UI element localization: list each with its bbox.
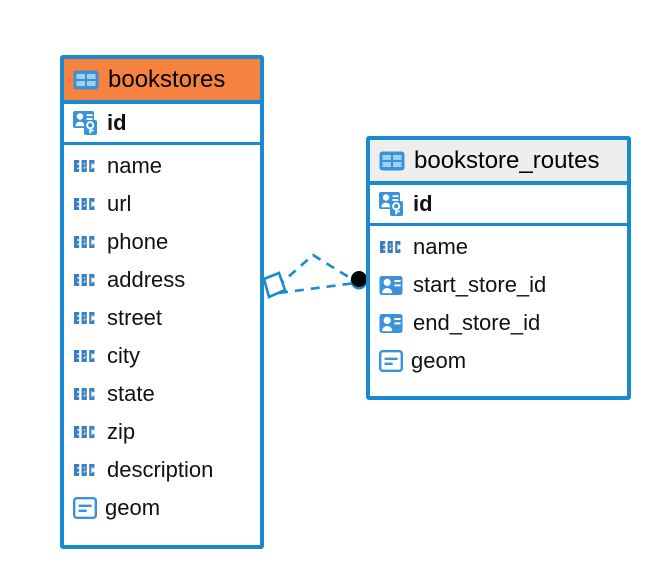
field-row-description[interactable]: description xyxy=(64,451,260,489)
field-label-start-store-id: start_store_id xyxy=(413,272,547,297)
primary-key-icon xyxy=(379,192,403,216)
geometry-icon xyxy=(379,350,403,372)
abc-icon xyxy=(74,350,95,362)
field-label-end-store-id: end_store_id xyxy=(413,310,541,335)
filled-circle-marker xyxy=(350,271,368,290)
abc-icon xyxy=(74,198,95,210)
entity-bookstore-routes[interactable]: bookstore_routes id xyxy=(366,136,631,400)
geometry-icon xyxy=(73,497,97,519)
foreign-key-icon xyxy=(379,275,403,295)
field-row-end-store-id[interactable]: end_store_id xyxy=(370,304,627,342)
entity-bookstore-routes-primary-keys: id xyxy=(370,185,627,226)
field-row-start-store-id[interactable]: start_store_id xyxy=(370,266,627,304)
entity-bookstore-routes-title: bookstore_routes xyxy=(414,146,600,174)
abc-icon xyxy=(380,241,401,253)
field-label-geom: geom xyxy=(105,495,161,520)
entity-bookstores[interactable]: bookstores id xyxy=(60,55,264,549)
field-label-name: name xyxy=(107,153,163,178)
abc-icon xyxy=(74,388,95,400)
entity-bookstore-routes-fields: name start_store_id xyxy=(370,226,627,380)
entity-bookstores-primary-keys: id xyxy=(64,104,260,145)
field-label-state: state xyxy=(107,381,155,406)
primary-key-icon xyxy=(73,111,97,135)
relationship-connector[interactable] xyxy=(255,243,380,319)
field-label-street: street xyxy=(107,305,163,330)
abc-icon xyxy=(74,464,95,476)
field-row-address[interactable]: address xyxy=(64,261,260,299)
field-row-zip[interactable]: zip xyxy=(64,413,260,451)
entity-bookstores-fields: name url phone xyxy=(64,145,260,527)
field-row-geom[interactable]: geom xyxy=(370,342,627,380)
abc-icon xyxy=(74,426,95,438)
entity-bookstore-routes-header[interactable]: bookstore_routes xyxy=(370,140,627,185)
field-row-name[interactable]: name xyxy=(64,147,260,185)
field-label-id: id xyxy=(413,191,433,216)
field-row-street[interactable]: street xyxy=(64,299,260,337)
field-row-phone[interactable]: phone xyxy=(64,223,260,261)
field-row-geom[interactable]: geom xyxy=(64,489,260,527)
field-row-url[interactable]: url xyxy=(64,185,260,223)
table-icon xyxy=(73,70,99,89)
field-label-name: name xyxy=(413,234,469,259)
relationship-line-lower xyxy=(278,281,356,295)
abc-icon xyxy=(74,274,95,286)
field-label-description: description xyxy=(107,457,214,482)
table-icon xyxy=(379,151,405,170)
field-row-state[interactable]: state xyxy=(64,375,260,413)
entity-bookstores-header[interactable]: bookstores xyxy=(64,59,260,104)
abc-icon xyxy=(74,160,95,172)
field-row-id[interactable]: id xyxy=(64,104,260,142)
field-row-id[interactable]: id xyxy=(370,185,627,223)
entity-bookstores-title: bookstores xyxy=(108,65,226,93)
field-label-phone: phone xyxy=(107,229,169,254)
field-label-address: address xyxy=(107,267,186,292)
field-label-id: id xyxy=(107,110,127,135)
abc-icon xyxy=(74,236,95,248)
foreign-key-icon xyxy=(379,313,403,333)
field-label-zip: zip xyxy=(107,419,136,444)
field-row-name[interactable]: name xyxy=(370,228,627,266)
relationship-line-upper xyxy=(276,253,356,288)
diamond-outline-marker xyxy=(262,271,287,299)
field-label-url: url xyxy=(107,191,132,216)
field-label-geom: geom xyxy=(411,348,467,373)
abc-icon xyxy=(74,312,95,324)
field-label-city: city xyxy=(107,343,140,368)
field-row-city[interactable]: city xyxy=(64,337,260,375)
